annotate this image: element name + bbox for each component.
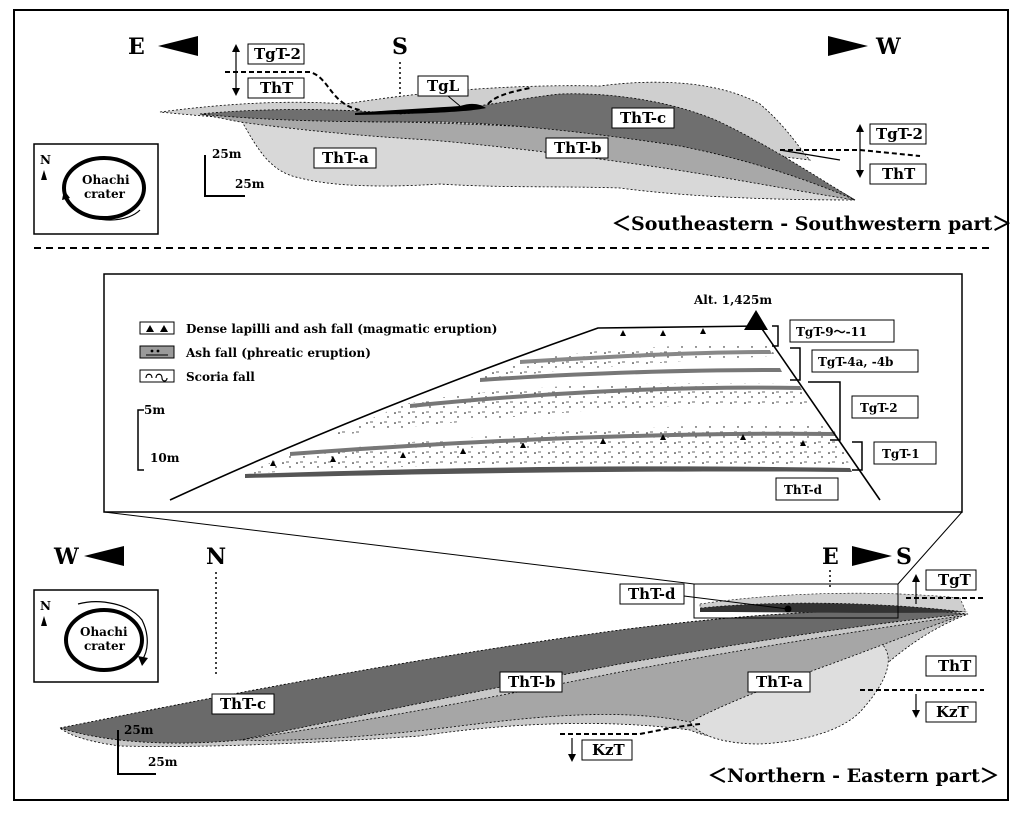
detail-scale-10m: 10m	[150, 451, 180, 465]
top-label-tht-a: ThT-a	[322, 149, 369, 167]
top-layer-b	[199, 113, 856, 201]
detail-scale-5m: 5m	[144, 403, 165, 417]
unit-tgt9-11: TgT-9〜-11	[796, 325, 867, 339]
top-inset-crater-2: crater	[84, 187, 126, 201]
bottom-section: W N E S ThT-d TgT ThT	[33, 544, 999, 787]
top-dir-s: S	[392, 34, 408, 60]
altitude-label: Alt. 1,425m	[693, 293, 772, 307]
top-layer-c	[199, 93, 856, 201]
bottom-arrow-left-icon	[84, 546, 124, 566]
crater-ring-icon	[62, 156, 146, 220]
legend-item-0: Dense lapilli and ash fall (magmatic eru…	[186, 322, 497, 336]
top-scale-h: 25m	[235, 177, 265, 191]
north-arrow-icon	[41, 170, 47, 180]
top-label-tht-left: ThT	[260, 79, 294, 97]
legend-item-2: Scoria fall	[186, 370, 255, 384]
summit-icon	[744, 310, 768, 330]
crater-ring-icon-2	[64, 608, 144, 672]
top-inset-crater-1: Ohachi	[82, 173, 130, 187]
zoom-connector-left	[103, 511, 695, 585]
bottom-label-kzt-left: KzT	[592, 741, 626, 759]
north-arrow-icon-2	[41, 616, 47, 626]
bottom-layer-b	[239, 615, 961, 741]
bottom-label-kzt-right: KzT	[936, 703, 970, 721]
bottom-scale-v: 25m	[124, 723, 154, 737]
top-label-tht-right: ThT	[882, 165, 916, 183]
bottom-inset-crater-1: Ohachi	[80, 625, 128, 639]
bottom-label-tht: ThT	[938, 657, 972, 675]
top-label-tgt2-left: TgT-2	[254, 45, 301, 63]
bottom-dir-n: N	[206, 544, 226, 570]
bottom-label-tht-a: ThT-a	[756, 673, 803, 691]
top-label-tht-c: ThT-c	[620, 109, 666, 127]
bottom-dir-s: S	[896, 544, 912, 570]
top-label-tgl: TgL	[427, 77, 460, 95]
top-dir-e: E	[128, 34, 145, 60]
unit-tht-d: ThT-d	[784, 483, 823, 497]
bottom-label-tht-c: ThT-c	[220, 695, 266, 713]
bottom-label-tht-b: ThT-b	[508, 673, 555, 691]
top-label-tgt2-right: TgT-2	[876, 125, 923, 143]
detail-scale-bar	[137, 409, 144, 471]
bottom-inset-north: N	[40, 599, 51, 613]
bottom-label-tht-d: ThT-d	[628, 585, 676, 603]
top-inset-north: N	[40, 153, 51, 167]
detail-profile	[169, 325, 881, 501]
top-section: E W S TgT-2 ThT TgL ThT-c ThT-b Th	[33, 34, 1011, 235]
bottom-dir-e: E	[822, 544, 839, 570]
figure-border	[13, 9, 1009, 801]
top-tgl-lava	[355, 103, 486, 115]
legend-item-1: Ash fall (phreatic eruption)	[185, 346, 371, 360]
bottom-inset-map	[33, 589, 159, 683]
bottom-label-tgt: TgT	[938, 571, 972, 589]
detail-tgt2	[330, 383, 812, 436]
unit-tgt4: TgT-4a, -4b	[818, 355, 893, 369]
bottom-caption: ＜Northern - Eastern part＞	[708, 765, 999, 787]
zoom-box	[693, 583, 899, 619]
bottom-scale-h: 25m	[148, 755, 178, 769]
detail-section: Dense lapilli and ash fall (magmatic eru…	[103, 273, 963, 513]
bottom-inset-crater-2: crater	[84, 639, 126, 653]
zoom-connector-right	[897, 511, 963, 585]
bottom-layer-a	[689, 641, 889, 745]
unit-tgt1: TgT-1	[882, 447, 920, 461]
top-scale-bar	[204, 155, 245, 197]
top-arrow-left-icon	[158, 36, 198, 56]
bottom-arrow-right-icon	[852, 546, 892, 566]
top-caption: ＜Southeastern - Southwestern part＞	[612, 213, 1011, 235]
top-scale-v: 25m	[212, 147, 242, 161]
bottom-scale-bar	[117, 730, 156, 775]
unit-tgt2: TgT-2	[860, 401, 898, 415]
top-arrow-right-icon	[828, 36, 868, 56]
bottom-dir-w: W	[53, 544, 79, 570]
top-label-tht-b: ThT-b	[554, 139, 601, 157]
top-dir-w: W	[875, 34, 901, 60]
